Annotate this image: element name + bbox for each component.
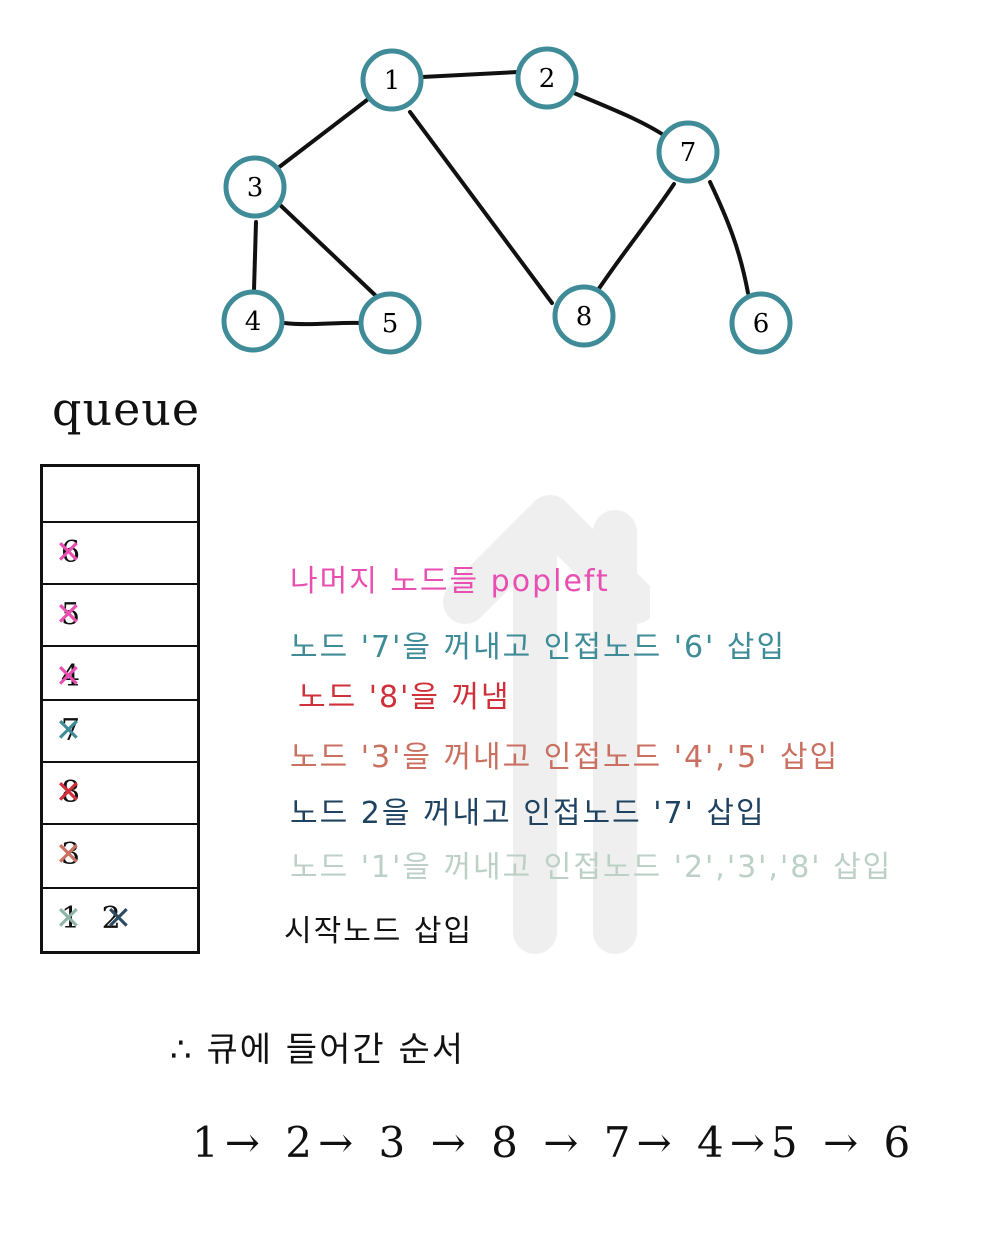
queue-value: 4 [61,659,81,694]
node-1: 1 [360,48,424,112]
strike-mark-icon: ✕ [55,711,82,749]
conclusion-text: ∴ 큐에 들어간 순서 [170,1030,466,1070]
node-2: 2 [515,46,579,110]
queue-value: 6 [61,535,81,570]
queue-value: 1 2 [61,901,127,936]
queue-value: 5 [61,597,81,632]
queue-cell-6: 6 ✕ [43,521,197,585]
edge-7-8 [596,182,676,292]
node-7: 7 [656,120,720,184]
strike-mark-icon: ✕ [55,835,82,873]
queue-cell-7: 7 ✕ [43,699,197,763]
queue-value: 3 [61,837,81,872]
node-8: 8 [552,284,616,348]
note-popleft: 나머지 노드들 popleft [290,564,610,599]
svg-text:6: 6 [753,309,770,339]
strike-mark-icon: ✕ [105,899,132,937]
svg-text:3: 3 [247,173,264,203]
node-3: 3 [223,155,287,219]
edge-1-3 [276,98,369,170]
edge-3-4 [252,220,258,292]
strike-mark-icon: ✕ [55,657,82,695]
graph-edges [252,70,750,327]
queue-cell-8: 8 ✕ [43,761,197,825]
queue-cell-3: 3 ✕ [43,823,197,887]
note-pop-7: 노드 '7'을 꺼내고 인접노드 '6' 삽입 [290,630,787,665]
strike-mark-icon: ✕ [55,899,82,937]
svg-text:2: 2 [539,64,556,94]
queue-cell-1-2: 1 2 ✕ ✕ [43,887,197,951]
note-pop-2: 노드 2을 꺼내고 인접노드 '7' 삽입 [290,796,766,831]
edge-4-5 [282,320,364,327]
queue-value: 7 [61,713,81,748]
note-pop-3: 노드 '3'을 꺼내고 인접노드 '4','5' 삽입 [290,740,840,775]
node-6: 6 [729,291,793,355]
svg-text:8: 8 [576,302,593,332]
bfs-order: 1→ 2→ 3 → 8 → 7→ 4→5 → 6 [192,1118,917,1167]
bfs-graph: 1 2 3 7 4 5 8 6 [221,46,793,355]
edge-3-5 [276,201,377,297]
queue-box: 6 ✕ 5 ✕ 4 ✕ 7 ✕ 8 ✕ 3 ✕ 1 2 ✕ ✕ [40,464,200,954]
edge-2-7 [572,91,664,136]
node-4: 4 [221,289,285,353]
svg-text:4: 4 [245,307,262,337]
edge-1-8 [408,110,554,305]
svg-text:5: 5 [382,309,399,339]
strike-mark-icon: ✕ [55,773,82,811]
node-5: 5 [358,291,422,355]
queue-cell-5: 5 ✕ [43,583,197,647]
edge-1-2 [420,70,520,79]
note-insert-start: 시작노드 삽입 [284,914,474,949]
edge-7-6 [708,180,750,295]
note-pop-1: 노드 '1'을 꺼내고 인접노드 '2','3','8' 삽입 [290,850,893,885]
queue-value: 8 [61,775,81,810]
graph-nodes: 1 2 3 7 4 5 8 6 [221,46,793,355]
queue-title: queue [52,382,201,436]
note-pop-8: 노드 '8'을 꺼냄 [298,680,511,715]
strike-mark-icon: ✕ [55,595,82,633]
svg-text:1: 1 [384,66,401,96]
svg-text:7: 7 [680,138,697,168]
queue-cell-4: 4 ✕ [43,645,197,709]
strike-mark-icon: ✕ [55,533,82,571]
up-arrow-icon [443,495,650,954]
